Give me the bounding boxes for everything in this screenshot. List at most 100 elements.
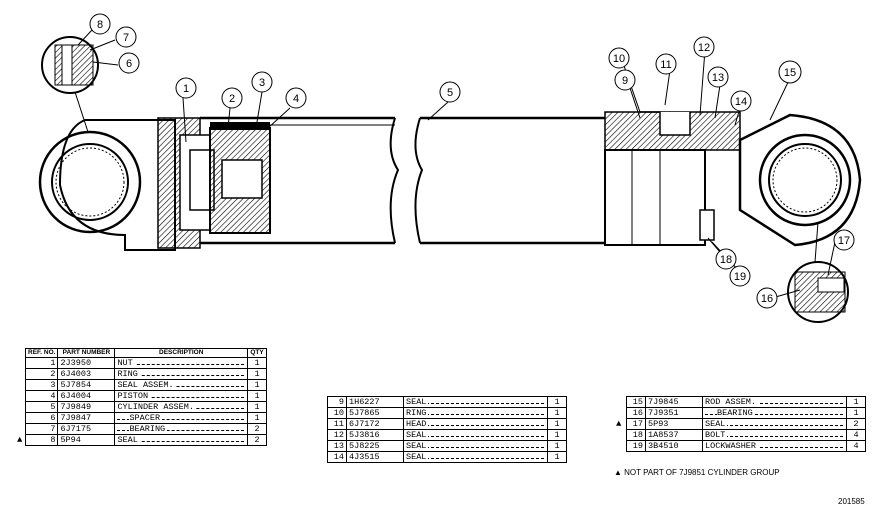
dot-leader — [406, 436, 544, 437]
description-text: SEAL — [705, 419, 728, 429]
ref-no-cell: 7 — [24, 423, 59, 435]
qty-cell: 1 — [547, 407, 567, 419]
callout-13: 13 — [712, 72, 724, 84]
callout-8: 8 — [97, 19, 103, 31]
cylinder-head-right — [604, 111, 741, 246]
description-text: SEAL — [117, 435, 140, 445]
callout-19: 19 — [734, 271, 746, 283]
part-number-cell: 7J9845 — [645, 396, 703, 408]
part-number-cell: 2J3950 — [57, 357, 116, 369]
callout-1: 1 — [183, 83, 189, 95]
callout-circles — [89, 13, 855, 309]
detail-inset-left — [41, 36, 99, 133]
description-text: SEAL — [406, 441, 429, 451]
part-number-header: PART NUMBER — [57, 348, 116, 358]
description-header: DESCRIPTION — [114, 348, 248, 358]
qty-cell: 1 — [247, 357, 267, 369]
detail-inset-right — [787, 221, 849, 323]
ref-no-cell: 12 — [327, 429, 347, 441]
ref-no: 3 — [50, 380, 56, 390]
ref-no: 17 — [632, 419, 643, 429]
rod-end-eye — [738, 113, 862, 247]
qty-cell: 1 — [247, 379, 267, 391]
part-number-cell: 5J7854 — [57, 379, 116, 391]
part-number-cell: 6J4004 — [57, 390, 116, 402]
callout-10: 10 — [613, 53, 625, 65]
description-cell: BEARING — [702, 407, 847, 419]
description-cell: RING — [114, 368, 248, 380]
ref-no-cell: 4 — [24, 390, 59, 402]
part-number-cell: 7J9351 — [645, 407, 703, 419]
part-number-cell: 5P93 — [645, 418, 703, 430]
qty-cell: 1 — [547, 396, 567, 408]
description-cell: BEARING — [114, 423, 248, 435]
qty-header: QTY — [247, 348, 267, 358]
description-cell: LOCKWASHER — [702, 440, 847, 452]
part-number-cell: 6J4003 — [57, 368, 116, 380]
description-text: RING — [406, 408, 429, 418]
drawing-number: 201585 — [838, 497, 865, 506]
qty-cell: 1 — [547, 440, 567, 452]
description-cell: NUT — [114, 357, 248, 369]
qty-cell: 1 — [846, 396, 866, 408]
description-text: BEARING — [717, 408, 755, 418]
ref-no: 1 — [50, 358, 56, 368]
footnote: ▲ NOT PART OF 7J9851 CYLINDER GROUP — [614, 468, 780, 477]
ref-no-cell: 9 — [327, 396, 347, 408]
callout-numbers: 8 7 6 1 2 3 4 5 9 10 11 12 13 14 15 17 1… — [97, 19, 850, 305]
left-eye-bearing — [38, 119, 176, 251]
part-number-cell: 7J9847 — [57, 412, 116, 424]
ref-no-cell: 10 — [327, 407, 347, 419]
ref-no: 15 — [632, 397, 643, 407]
callout-15: 15 — [784, 67, 796, 79]
dot-leader — [406, 425, 544, 426]
ref-no-cell: 2 — [24, 368, 59, 380]
ref-no-cell: 19 — [626, 440, 646, 452]
qty-cell: 4 — [846, 440, 866, 452]
cylinder-barrel-left — [200, 116, 400, 245]
callout-18: 18 — [720, 254, 732, 266]
description-text: RING — [117, 369, 140, 379]
description-text: ROD ASSEM. — [705, 397, 759, 407]
qty-cell: 1 — [846, 407, 866, 419]
description-cell: SEAL — [403, 451, 548, 463]
dot-leader — [117, 364, 244, 365]
part-number-cell: 4J3515 — [346, 451, 404, 463]
description-cell: SEAL — [403, 429, 548, 441]
ref-no: 6 — [50, 413, 56, 423]
part-number-cell: 3B4510 — [645, 440, 703, 452]
qty-cell: 1 — [247, 401, 267, 413]
part-number-cell: 1H6227 — [346, 396, 404, 408]
qty-cell: 2 — [247, 434, 267, 446]
callout-7: 7 — [123, 32, 129, 44]
callout-16: 16 — [761, 293, 773, 305]
callout-9: 9 — [622, 75, 628, 87]
dot-leader — [117, 430, 244, 431]
description-cell: BOLT — [702, 429, 847, 441]
dot-leader — [117, 419, 244, 420]
callout-14: 14 — [735, 96, 747, 108]
dot-leader — [406, 458, 544, 459]
ref-no: 5 — [50, 402, 56, 412]
ref-no: 10 — [333, 408, 344, 418]
qty-cell: 4 — [846, 429, 866, 441]
callout-6: 6 — [126, 58, 132, 70]
ref-no-header: REF. NO. — [24, 348, 59, 358]
ref-no: 18 — [632, 430, 643, 440]
description-cell: SEAL ASSEM. — [114, 379, 248, 391]
qty-cell: 2 — [846, 418, 866, 430]
callout-3: 3 — [259, 77, 265, 89]
description-text: HEAD — [406, 419, 429, 429]
description-cell: PISTON — [114, 390, 248, 402]
